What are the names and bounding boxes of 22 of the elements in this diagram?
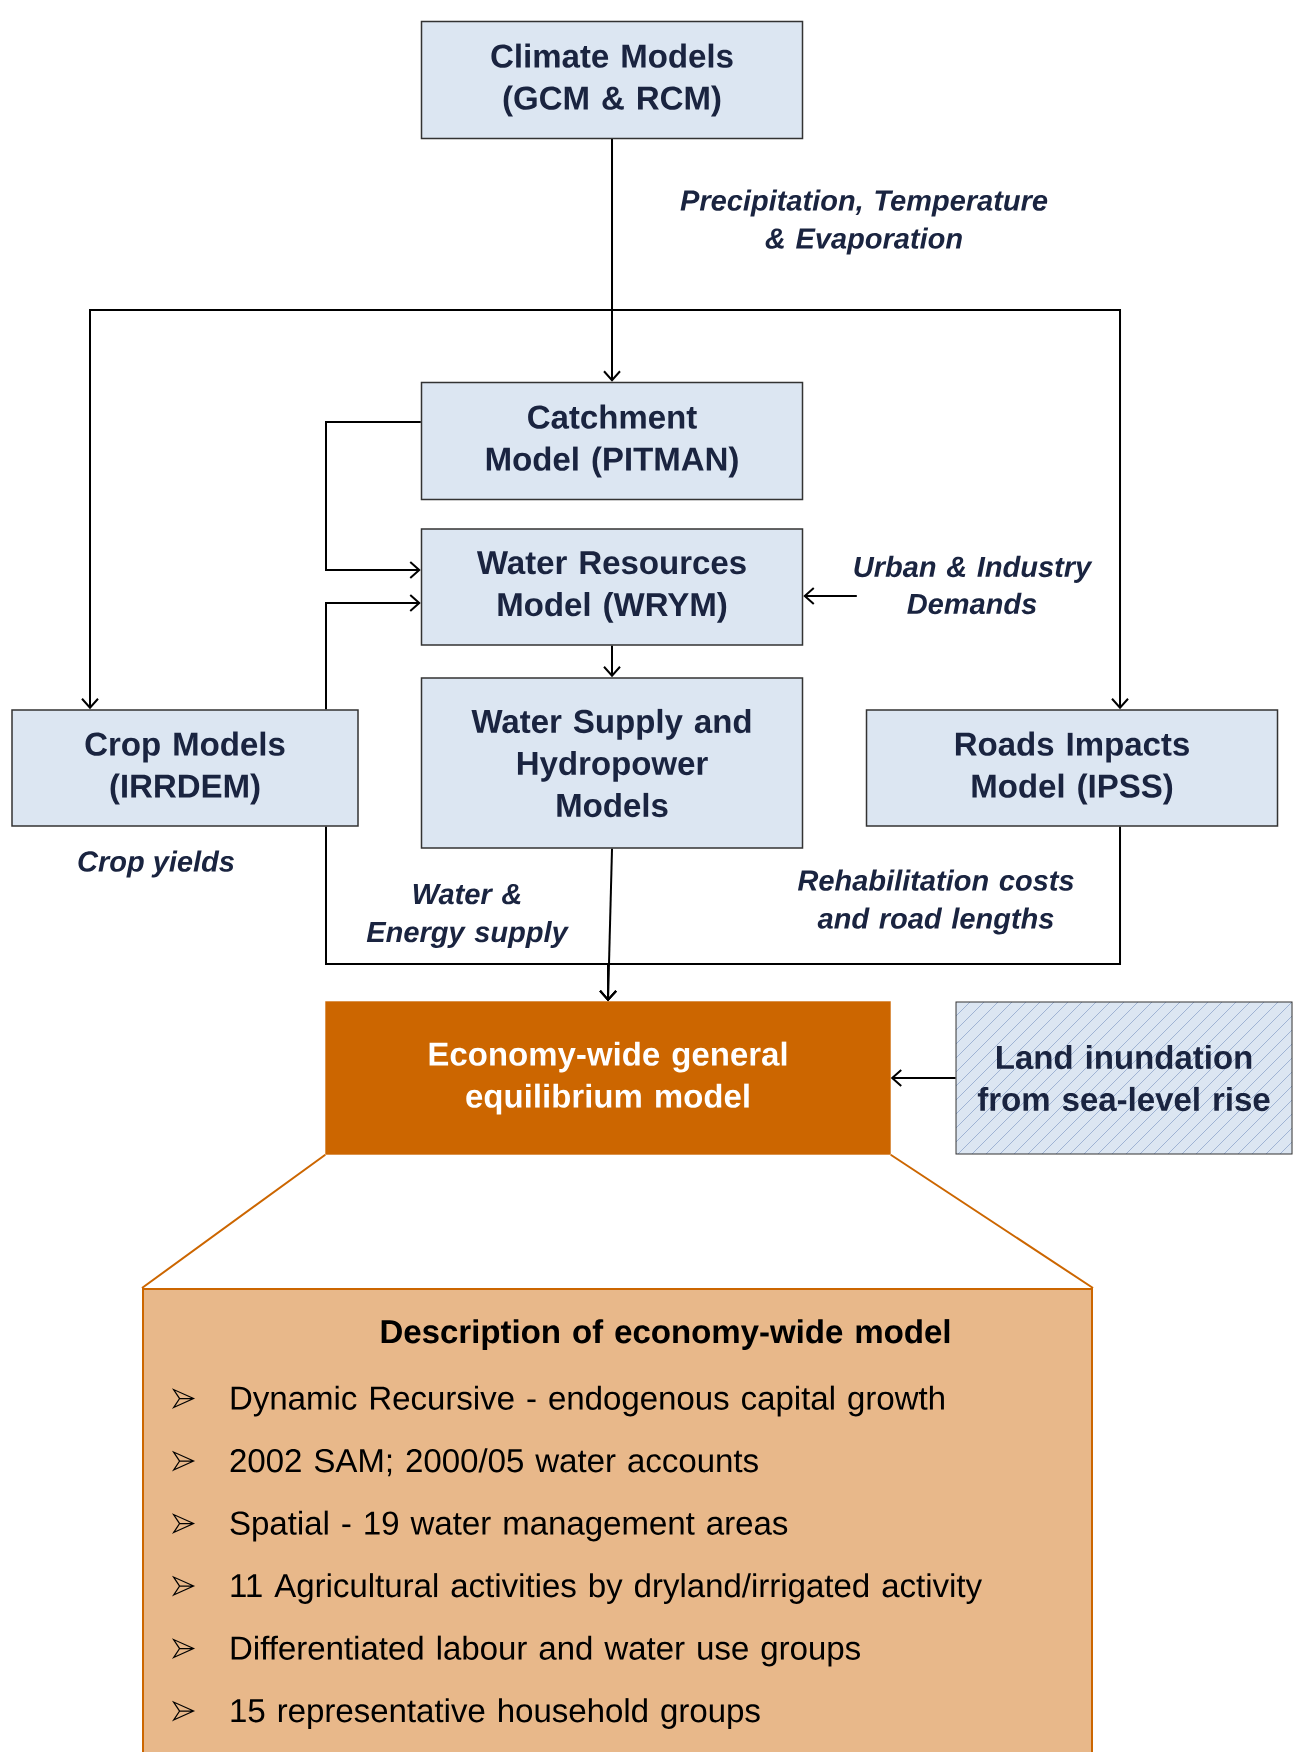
model-box: Roads Impacts Model (IPSS) (865, 709, 1279, 827)
edge-label: Crop yields (78, 850, 234, 878)
edge-label: Water & Energy supply (366, 883, 569, 949)
edge-label: Rehabilitation costs and road lengths (797, 869, 1074, 935)
arrow (325, 421, 422, 579)
edge-label: Precipitation, Temperature & Evaporation (680, 189, 1048, 255)
model-box: Climate Models (GCM & RCM) (420, 20, 804, 140)
model-box: Land inundation from sea-level rise (955, 1001, 1293, 1155)
model-box: Crop Models (IRRDEM) (11, 709, 359, 827)
model-box: Catchment Model (PITMAN) (420, 381, 804, 501)
model-box: Economy-wide general equilibrium model (325, 1001, 891, 1155)
connector-line (141, 1153, 1094, 1289)
description-box: Description of economy-wide model Dynamic Recursive - endogenous capital growth 2002 SAM; 2000/05 water accounts Spatial - 19 water management areas 11 Agricultural activities by dryland/irrigated activity Differentiated labour and water use groups 15 representative household groups (142, 1288, 1093, 1752)
arrow (803, 587, 858, 605)
arrow (611, 138, 1129, 710)
arrow (603, 644, 621, 678)
arrow (325, 594, 421, 711)
arrow (890, 1069, 957, 1087)
model-box: Water Supply and Hydropower Models (420, 677, 804, 849)
arrow (599, 825, 1121, 1002)
model-box: Water Resources Model (WRYM) (420, 528, 804, 646)
demand-text: Urban & Industry Demands (854, 555, 1093, 615)
